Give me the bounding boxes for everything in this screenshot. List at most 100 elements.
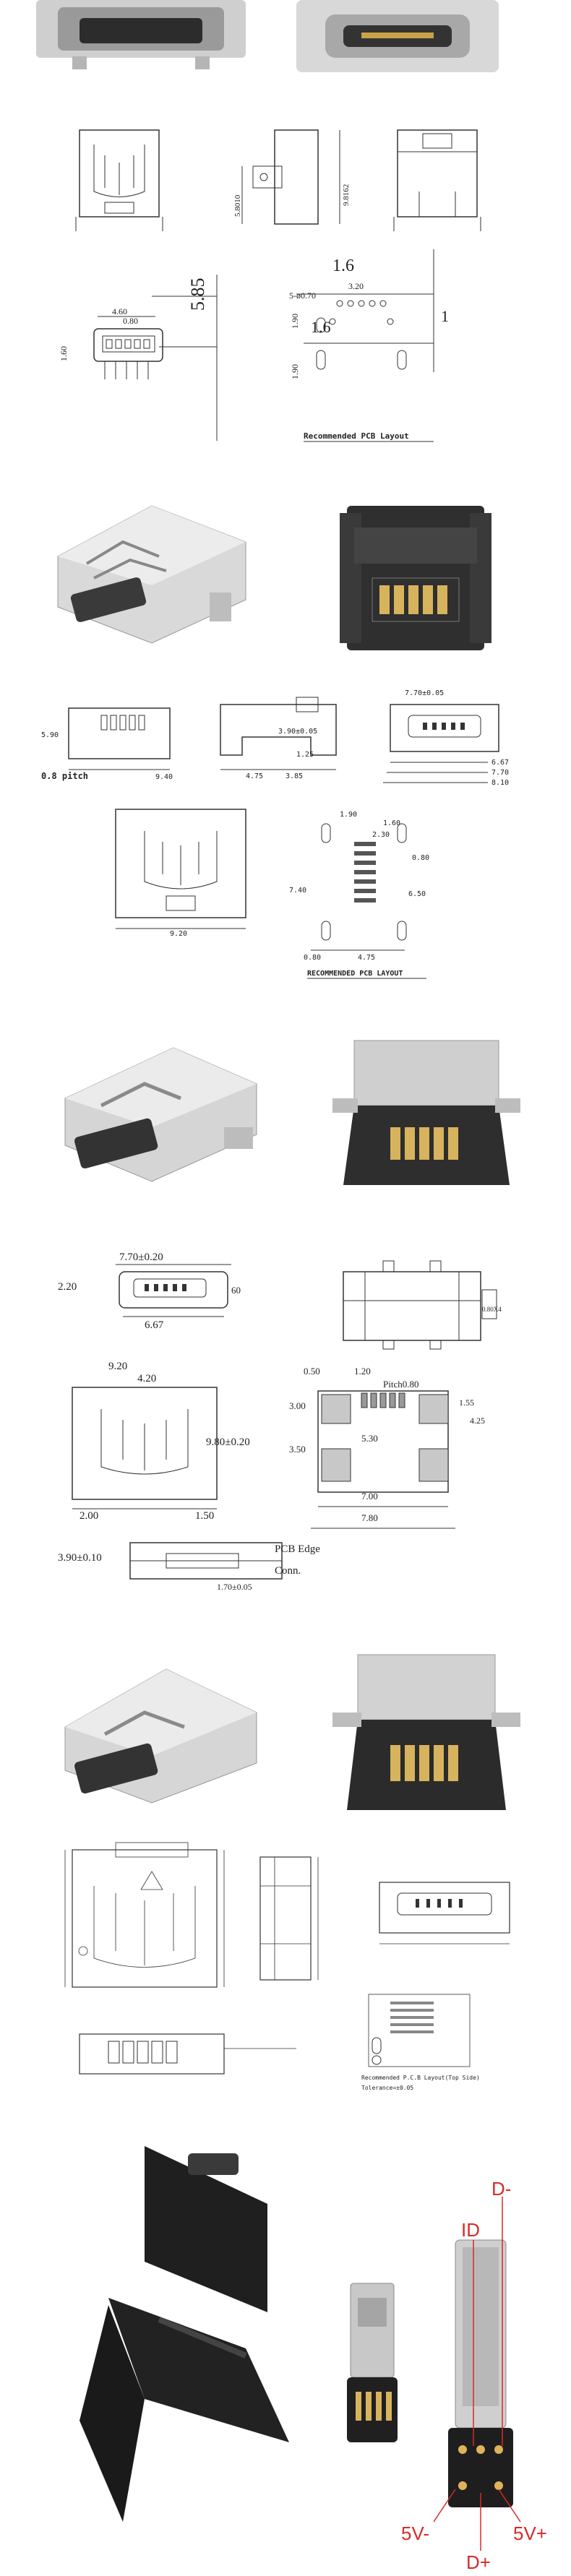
pcb-edge-labels: PCB Edge Conn.: [275, 1543, 320, 1577]
dim-9-20: 9.20: [108, 1361, 127, 1372]
dim-1-90: 1.90: [290, 314, 300, 329]
label-pcb-edge: PCB Edge: [275, 1543, 320, 1555]
section-type-2: 5.90 0.8 pitch 9.40 3.90±0.05 1.25 4.75 …: [0, 470, 571, 1004]
dim-5-85: 5.85: [187, 278, 208, 311]
drawing-pcb-layout-2: 1.90 1.60 2.30 0.80 7.40 6.50 0.80 4.75 …: [289, 811, 429, 979]
dim-1-50: 1.50: [195, 1510, 214, 1522]
dim-1-25: 1.25: [296, 751, 314, 759]
connector-photo-metal: [57, 505, 246, 644]
drawing-top-view-3: 9.20 4.20 9.80±0.20 2.00 1.50: [72, 1361, 250, 1522]
dim-60: 60: [231, 1285, 241, 1296]
dim-7-70: 7.70±0.05: [405, 689, 444, 697]
dim-7-00: 7.00: [361, 1491, 378, 1502]
drawing-front-view-4: [379, 1882, 510, 1944]
drawing-top-view: 9.20: [115, 809, 246, 938]
dim-5-8010: 5.8010: [233, 194, 242, 217]
connector-photo-left: [36, 0, 246, 69]
section-type-5-plug: D- ID 5V- 5V+ D+: [0, 2103, 571, 2576]
drawing-bottom-view-3: 3.90±0.10 1.70±0.05: [58, 1542, 283, 1592]
dim-pitch: Pitch0.80: [383, 1379, 418, 1390]
drawing-front-view: [75, 129, 163, 231]
connector-photo-black-4: [332, 1654, 520, 1810]
dim-6-67: 6.67: [491, 759, 509, 767]
dim-2-20: 2.20: [58, 1281, 77, 1293]
dim-7-80: 7.80: [361, 1512, 378, 1523]
connector-photo-right: [296, 0, 499, 72]
drawing-side-view-4: [259, 1856, 319, 1981]
dim-9-40: 9.40: [155, 773, 173, 781]
connector-photo-black-3: [332, 1040, 520, 1185]
drawing-pcb-layout-3: 0.50 1.20 Pitch0.80 3.00 1.55 4.25 3.50 …: [289, 1366, 485, 1529]
drawing-front-view-3: 7.70±0.20 2.20 60 6.67: [58, 1252, 241, 1331]
dim-1-6b: 1.6: [311, 318, 331, 336]
pin-label-d-plus: D+: [466, 2551, 491, 2573]
pcb-layout-title-2: RECOMMENDED PCB LAYOUT: [307, 970, 403, 978]
pcb-layout-title: Recommended PCB Layout: [304, 431, 409, 441]
dim-1-60: 1.60: [383, 819, 400, 827]
dim-5-30: 5.30: [361, 1433, 378, 1444]
drawing-side-view: 5.8010 9.8162: [233, 129, 351, 225]
drawing-pcb-layout-1: 1.6 3.20 5-ø0.70 1.90 1.6 1.90 1 Recomme…: [289, 249, 449, 442]
dim-8-10: 8.10: [491, 779, 509, 787]
connector-photo-metal-4: [64, 1668, 257, 1804]
dim-4-75: 4.75: [246, 772, 263, 780]
label-conn: Conn.: [275, 1565, 301, 1577]
pin-label-d-minus: D-: [491, 2178, 511, 2200]
drawing-side-view-2: 3.90±0.05 1.25 4.75 3.85: [220, 697, 337, 780]
dim-7-40: 7.40: [289, 887, 306, 895]
tolerance-note: Tolerance=±0.05: [361, 2085, 413, 2091]
dim-0-80x4: 0.80X4: [482, 1306, 502, 1313]
plug-metal-photo: [347, 2283, 398, 2442]
dim-4-20: 4.20: [137, 1373, 156, 1384]
dim-9-80-tol: 9.80±0.20: [206, 1436, 250, 1448]
drawing-side-view-3: 0.80X4: [343, 1260, 502, 1350]
drawing-pin-face: 5.85 4.60 0.80 1.60: [59, 275, 218, 441]
dim-5-phi: 5-ø0.70: [289, 290, 316, 301]
pin-label-5v-plus: 5V+: [513, 2523, 547, 2544]
dim-2-00: 2.00: [80, 1510, 98, 1522]
dim-1-20: 1.20: [354, 1366, 371, 1377]
plug-housing-photo: [80, 2146, 289, 2522]
connector-photo-metal-3: [64, 1047, 257, 1182]
dim-4-75b: 4.75: [358, 954, 375, 962]
dim-0-80: 0.80: [412, 854, 429, 862]
dim-3-20: 3.20: [348, 281, 364, 291]
drawing-bottom-view: 5.90 0.8 pitch 9.40: [41, 707, 173, 781]
pcb-layout-title-4: Recommended P.C.B Layout(Top Side): [361, 2075, 480, 2081]
plug-pinout-diagram: D- ID 5V- 5V+ D+: [401, 2178, 547, 2573]
dim-pitch: 0.8 pitch: [41, 771, 88, 781]
dim-6-67: 6.67: [145, 1319, 164, 1331]
dim-3-90-tol: 3.90±0.10: [58, 1552, 102, 1564]
dim-0-50: 0.50: [304, 1366, 320, 1377]
dim-0-80b: 0.80: [304, 954, 321, 962]
dim-2-30: 2.30: [372, 831, 390, 839]
drawing-bottom-view-4: [79, 2033, 296, 2075]
drawing-top-view-4: [64, 1842, 225, 1988]
dim-3-50: 3.50: [289, 1444, 306, 1455]
section-type-1: 5.8010 9.8162 5.85 4.60 0.80 1.60: [0, 0, 571, 462]
pin-label-5v-minus: 5V-: [401, 2523, 429, 2544]
dim-3-85: 3.85: [286, 772, 303, 780]
dim-1-90: 1.90: [340, 811, 357, 819]
dim-5-90: 5.90: [41, 731, 59, 739]
dim-0-80: 0.80: [123, 316, 138, 326]
dim-3-00: 3.00: [289, 1400, 306, 1411]
drawing-front-view-2: 7.70±0.05 6.67 7.70 8.10: [383, 689, 509, 787]
dim-7-70b: 7.70: [491, 769, 509, 777]
pin-label-id: ID: [461, 2219, 480, 2241]
dim-4-60: 4.60: [112, 306, 127, 316]
dim-3-90: 3.90±0.05: [278, 728, 317, 736]
dim-4-25: 4.25: [470, 1416, 485, 1426]
dim-1-6: 1.6: [332, 257, 354, 275]
section-type-4: Recommended P.C.B Layout(Top Side) Toler…: [0, 1633, 571, 2095]
dim-1-55: 1.55: [459, 1397, 474, 1408]
dim-1: 1: [441, 307, 449, 325]
drawing-back-view: [393, 129, 481, 231]
dim-1-90b: 1.90: [290, 364, 300, 379]
section-type-3: 7.70±0.20 2.20 60 6.67 0.80X4 9.20 4.: [0, 1012, 571, 1626]
dim-7-70-tol: 7.70±0.20: [119, 1252, 163, 1263]
dim-9-20: 9.20: [170, 930, 187, 938]
dim-6-50: 6.50: [408, 890, 426, 898]
dim-1-70-tol: 1.70±0.05: [217, 1582, 252, 1592]
